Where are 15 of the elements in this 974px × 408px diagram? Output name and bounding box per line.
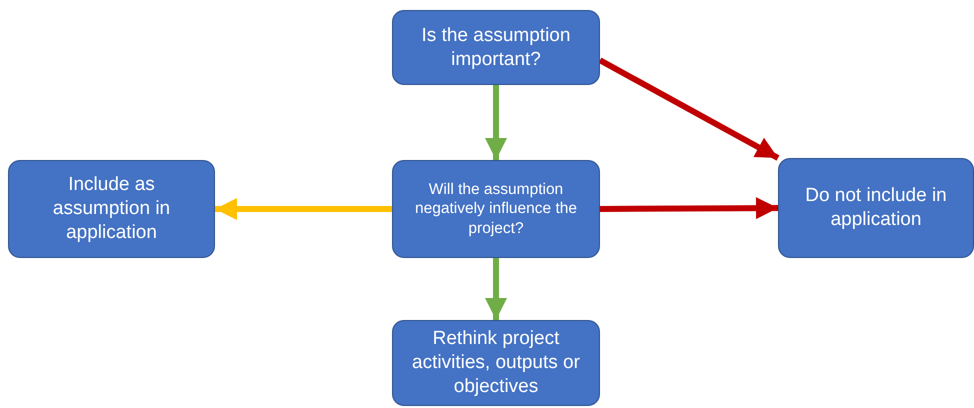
box-label: Rethink project activities, outputs or objectives (411, 327, 581, 399)
process-box (392, 160, 600, 258)
process-box (778, 158, 974, 258)
arrow (215, 198, 392, 220)
box-label: Include as assumption in application (52, 173, 172, 245)
box-label: Do not include in application (804, 184, 948, 232)
process-box (8, 160, 215, 258)
box-label: Will the assumption negatively influence the project? (414, 180, 578, 238)
box-label: Is the assumption important? (420, 24, 572, 72)
arrow (485, 85, 507, 160)
process-box (392, 10, 600, 85)
process-box (392, 320, 600, 406)
arrow (600, 197, 778, 220)
arrow (485, 258, 507, 320)
arrow (598, 58, 780, 161)
